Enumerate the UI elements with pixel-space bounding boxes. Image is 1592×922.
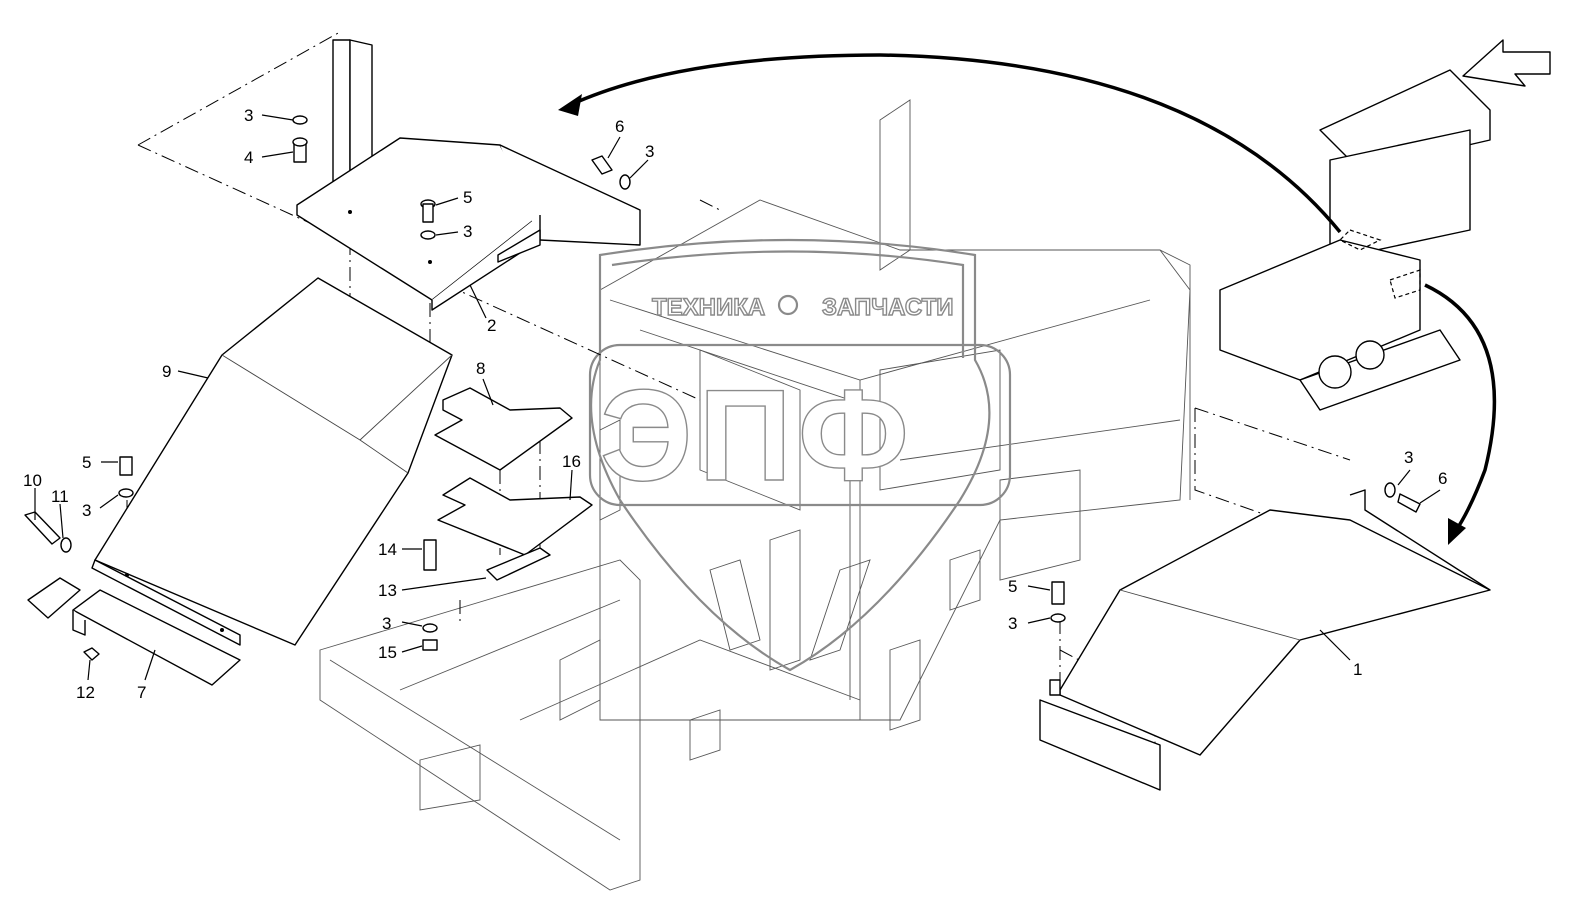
machine-overview-thumbnail (1219, 39, 1551, 411)
watermark-logo: ТЕХНИКА ЗАПЧАСТИ ЭПФ (588, 238, 1012, 672)
callout-5: 5 (463, 188, 472, 207)
callout-6: 6 (615, 117, 624, 136)
callout-3: 3 (382, 614, 391, 633)
leader-lines (34, 114, 1441, 681)
curved-arrows (558, 53, 1497, 545)
callout-11: 11 (51, 487, 69, 506)
callout-4: 4 (244, 148, 253, 167)
callout-3: 3 (244, 106, 253, 125)
callout-3: 3 (82, 501, 91, 520)
fasteners (24, 115, 1421, 661)
part-1-right-cover (1039, 489, 1491, 791)
callout-3: 3 (1008, 614, 1017, 633)
callout-10: 10 (23, 471, 42, 490)
callout-6: 6 (1438, 469, 1447, 488)
callout-3: 3 (645, 142, 654, 161)
machine-frame (319, 99, 1191, 891)
callout-15: 15 (378, 643, 397, 662)
callout-12: 12 (76, 683, 95, 702)
callout-9: 9 (162, 362, 171, 381)
callout-5: 5 (1008, 577, 1017, 596)
part-16-gasket (437, 477, 593, 581)
part-2-upper-cover (296, 39, 641, 311)
callout-14: 14 (378, 540, 397, 559)
callout-2: 2 (487, 316, 496, 335)
watermark-text-right: ЗАПЧАСТИ (822, 294, 954, 321)
callout-13: 13 (378, 581, 397, 600)
part-8-gasket (434, 387, 573, 471)
callout-1: 1 (1353, 660, 1362, 679)
part-7-bracket (27, 577, 241, 686)
watermark-text-left: ТЕХНИКА (652, 294, 765, 321)
part-9-left-cover (91, 277, 453, 646)
watermark-big-text: ЭПФ (600, 362, 915, 508)
callout-8: 8 (476, 359, 485, 378)
callout-16: 16 (562, 452, 581, 471)
callout-labels: 3 4 5 3 6 3 2 9 8 16 10 11 5 3 14 13 3 1… (23, 106, 1447, 702)
callout-3: 3 (463, 222, 472, 241)
callout-7: 7 (137, 683, 146, 702)
callout-3: 3 (1404, 448, 1413, 467)
callout-5: 5 (82, 453, 91, 472)
